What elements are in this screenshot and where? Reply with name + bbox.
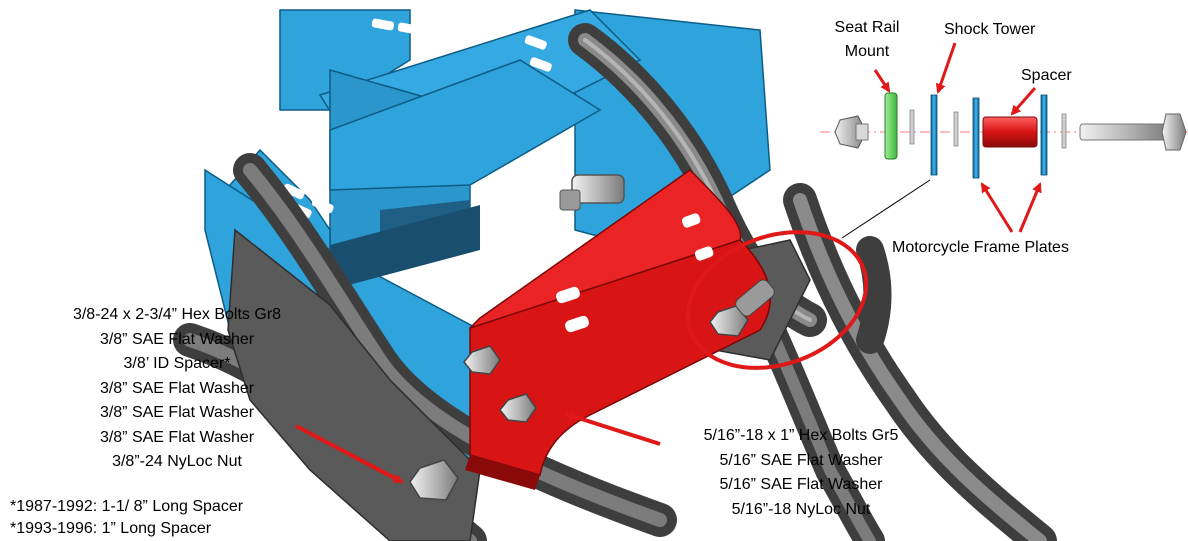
bolt-top [559, 174, 625, 211]
left-hardware-item: 3/8” SAE Flat Washer [99, 428, 255, 446]
bracket-hardware-item: 5/16” SAE Flat Washer [719, 476, 883, 493]
bracket-bolt-2 [499, 393, 537, 423]
arrow-frame-plate-1 [980, 182, 1014, 233]
exploded-view [820, 92, 1188, 179]
left-hardware-list: 3/8-24 x 2-3/4” Hex Bolts Gr8 3/8” SAE F… [22, 303, 332, 475]
highlight-ellipse [685, 230, 869, 370]
spacer-note: *1993-1996: 1” Long Spacer [10, 520, 212, 537]
seat-rail-mount-label-line: Seat Rail [834, 19, 900, 36]
shock-tower-label: Shock Tower [944, 21, 1036, 38]
bracket-hardware-item: 5/16”-18 NyLoc Nut [731, 500, 871, 518]
spacer-notes: *1987-1992: 1-1/ 8” Long Spacer *1993-19… [10, 496, 243, 540]
seat-rail-mount-plate [884, 92, 898, 160]
arrow-seat-rail [873, 69, 891, 93]
frame-plate-exploded-2 [1040, 94, 1048, 176]
hex-bolt-exploded [1079, 113, 1187, 151]
frame-bolt-lower [409, 459, 459, 501]
frame-plates-label: Motorcycle Frame Plates [892, 239, 1069, 256]
arrow-shock-tower [935, 42, 957, 94]
left-hardware-item: 3/8”-24 NyLoc Nut [112, 453, 242, 470]
left-hardware-item: 3/8” SAE Flat Washer [99, 379, 255, 397]
arrow-left-hardware [295, 424, 404, 484]
washer-exploded-2 [953, 111, 959, 147]
spacer-note: *1987-1992: 1-1/ 8” Long Spacer [10, 498, 244, 515]
red-bracket [465, 169, 772, 490]
left-hardware-item: 3/8” SAE Flat Washer [99, 330, 255, 348]
spacer-label: Spacer [1021, 67, 1072, 84]
shock-tower-plate [930, 94, 938, 176]
shock-bolt [709, 279, 775, 337]
bracket-bolt-1 [463, 345, 501, 375]
arrow-frame-plate-2 [1018, 182, 1042, 233]
washer-exploded-1 [909, 109, 915, 145]
left-hardware-item: 3/8’ ID Spacer* [123, 355, 231, 372]
callout-line-ellipse [841, 179, 931, 239]
washer-exploded-3 [1061, 113, 1067, 149]
nyloc-nut-exploded [834, 115, 869, 149]
left-hardware-item: 3/8” SAE Flat Washer [99, 404, 255, 421]
left-hardware-item: 3/8-24 x 2-3/4” Hex Bolts Gr8 [72, 306, 282, 323]
arrow-spacer [1010, 87, 1037, 116]
spacer-exploded [982, 116, 1038, 148]
bracket-hardware-item: 5/16” SAE Flat Washer [719, 451, 883, 469]
seat-rail-mount-label-line: Mount [844, 43, 890, 60]
frame-plate-exploded-1 [972, 97, 980, 179]
arrow-bracket-hardware [564, 411, 661, 446]
bracket-hardware-item: 5/16”-18 x 1” Hex Bolts Gr5 [703, 427, 899, 444]
frame-plate-left [227, 228, 481, 541]
seat-rail-mount-label: Seat Rail Mount [812, 16, 922, 64]
bracket-hardware-list: 5/16”-18 x 1” Hex Bolts Gr5 5/16” SAE Fl… [651, 424, 951, 522]
